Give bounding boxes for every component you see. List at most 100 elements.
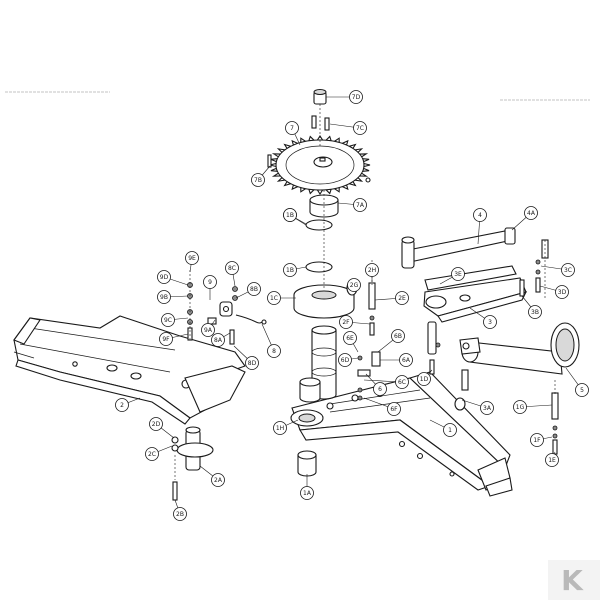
callout-label: 9D <box>160 274 169 281</box>
callout-washer-3c: 3C <box>561 263 575 277</box>
callout-bubble <box>157 290 171 304</box>
callout-label: 7A <box>356 202 365 209</box>
callout-label: 2 <box>120 402 124 409</box>
callout-bubble <box>417 372 431 386</box>
callout-bubble <box>283 263 297 277</box>
callout-nut-9e: 9E <box>185 251 199 265</box>
callout-nut-2d: 2D <box>149 417 163 431</box>
sprocket-tooth <box>363 162 371 168</box>
callout-label: 2G <box>350 282 359 289</box>
callout-label: 2F <box>342 319 350 326</box>
callout-bracket-6: 6 <box>373 382 387 396</box>
callout-label: 1B <box>286 212 294 219</box>
callout-label: 2H <box>368 267 376 274</box>
callout-bubble <box>247 282 261 296</box>
callout-label: 3E <box>454 271 462 278</box>
callout-label: 7 <box>290 125 294 132</box>
callout-oring-1b-bottom: 1B <box>283 263 297 277</box>
callout-bubble <box>480 401 494 415</box>
callout-label: 9C <box>164 317 172 324</box>
callout-label: 9B <box>160 294 168 301</box>
callout-bubble <box>267 291 281 305</box>
callout-bubble <box>339 315 353 329</box>
callout-washer-6c: 6C <box>395 375 409 389</box>
callout-label: 5 <box>580 387 584 394</box>
callout-label: 2A <box>214 477 223 484</box>
callout-bolt-1g: 1G <box>513 400 527 414</box>
svg-text:K: K <box>561 564 584 597</box>
callout-washer-2c: 2C <box>145 447 159 461</box>
callout-bubble <box>267 344 281 358</box>
callout-spacer-3e: 3E <box>451 267 465 281</box>
callout-label: 1A <box>303 490 312 497</box>
callout-bubble <box>443 423 457 437</box>
callout-bubble <box>545 453 559 467</box>
callout-bubble <box>149 417 163 431</box>
callout-label: 6B <box>394 333 402 340</box>
callouts: 11A1B1C1D1E1F1G1H22A2B2C2D2E2F2G2H33A3B3… <box>115 90 589 521</box>
callout-bubble <box>451 267 465 281</box>
callout-label: 2B <box>176 511 184 518</box>
callout-pin-2h: 2H <box>365 263 379 277</box>
callout-label: 9A <box>204 327 213 334</box>
callout-bubble <box>211 333 225 347</box>
callout-washer-8b: 8B <box>247 282 261 296</box>
callout-label: 2C <box>148 451 156 458</box>
callout-oring-1b-top: 1B <box>283 208 297 222</box>
callout-label: 1E <box>548 457 556 464</box>
callout-washer-1f: 1F <box>530 433 544 447</box>
callout-label: 6D <box>341 357 350 364</box>
callout-bolt-4a: 4A <box>524 206 538 220</box>
callout-washer-1d: 1D <box>417 372 431 386</box>
callout-bubble <box>157 270 171 284</box>
callout-label: 1H <box>276 425 284 432</box>
pivot-bushing <box>297 450 317 477</box>
callout-bolt-6b: 6B <box>391 329 405 343</box>
sprocket-tooth <box>316 189 324 196</box>
callout-label: 7D <box>352 94 361 101</box>
callout-bubble <box>159 332 173 346</box>
callout-bolt-8a: 8A <box>211 333 225 347</box>
callout-cap-7d: 7D <box>349 90 363 104</box>
callout-label: 9F <box>162 336 170 343</box>
callout-bubble <box>211 473 225 487</box>
callout-bubble <box>251 173 265 187</box>
callout-nut-1e: 1E <box>545 453 559 467</box>
callout-nut-8c: 8C <box>225 261 239 275</box>
callout-tie-rod: 4 <box>473 208 487 222</box>
callout-bolt-9f: 9F <box>159 332 173 346</box>
callout-bushing-1h: 1H <box>273 421 287 435</box>
callout-pin-3a: 3A <box>480 401 494 415</box>
callout-label: 3D <box>558 289 567 296</box>
callout-label: 1B <box>286 267 294 274</box>
callout-bubble <box>273 421 287 435</box>
callout-bubble <box>575 383 589 397</box>
callout-arm-left: 2 <box>115 398 129 412</box>
callout-label: 7B <box>254 177 262 184</box>
callout-bubble <box>555 285 569 299</box>
spindle <box>293 284 355 403</box>
callout-bubble <box>338 353 352 367</box>
callout-label: 1G <box>516 404 525 411</box>
callout-spindle-tube: 1C <box>267 291 281 305</box>
margin-marks <box>5 91 590 101</box>
callout-bubble <box>513 400 527 414</box>
callout-bubble <box>473 208 487 222</box>
callout-sleeve-6a: 6A <box>399 353 413 367</box>
callout-label: 7C <box>356 125 364 132</box>
o-rings <box>305 219 333 273</box>
callout-label: 8C <box>228 265 236 272</box>
callout-label: 9E <box>188 255 196 262</box>
callout-label: 4A <box>527 210 536 217</box>
callout-bubble <box>530 433 544 447</box>
callout-bolt-2b: 2B <box>173 507 187 521</box>
callout-hub-7a: 7A <box>353 198 367 212</box>
callout-label: 8 <box>272 348 276 355</box>
callout-label: 1F <box>533 437 541 444</box>
callout-bubble <box>483 315 497 329</box>
leader-lines <box>121 96 583 515</box>
callout-bubble <box>524 206 538 220</box>
callout-bubble <box>353 121 367 135</box>
callout-label: 6A <box>402 357 411 364</box>
